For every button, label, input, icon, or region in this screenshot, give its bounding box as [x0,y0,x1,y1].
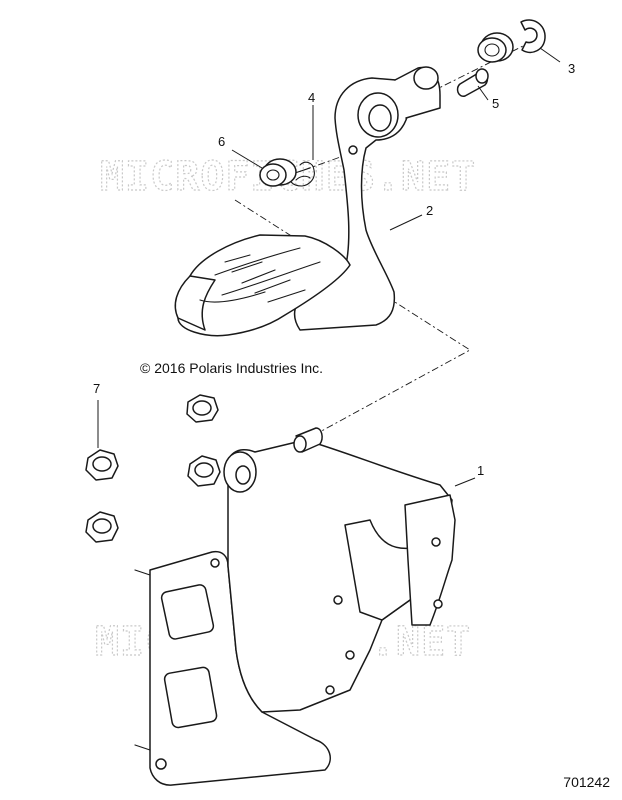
callout-5: 5 [492,96,499,111]
callout-6: 6 [218,134,225,149]
brake-pedal-part [174,66,441,337]
copyright-notice: © 2016 Polaris Industries Inc. [140,360,324,376]
e-clip-part [520,19,546,54]
flange-nut-part [187,455,221,487]
clevis-pin-part [456,68,489,97]
pedal-bushing-part [259,158,297,187]
leader-line-1 [454,477,476,487]
flange-nut-part [85,449,119,481]
flange-nut-part [186,394,219,423]
flange-nut-part [85,511,119,543]
callout-7: 7 [93,381,100,396]
callout-2: 2 [426,203,433,218]
callout-4: 4 [308,90,315,105]
drawing-number: 701242 [563,774,610,790]
leader-line-5 [477,85,489,101]
mounting-bracket-part [134,427,456,786]
leader-line-6 [231,149,263,169]
leader-line-3 [539,47,561,63]
callout-1: 1 [477,463,484,478]
flanged-bushing-part [477,32,514,63]
callout-3: 3 [568,61,575,76]
leader-line-2 [389,214,423,231]
